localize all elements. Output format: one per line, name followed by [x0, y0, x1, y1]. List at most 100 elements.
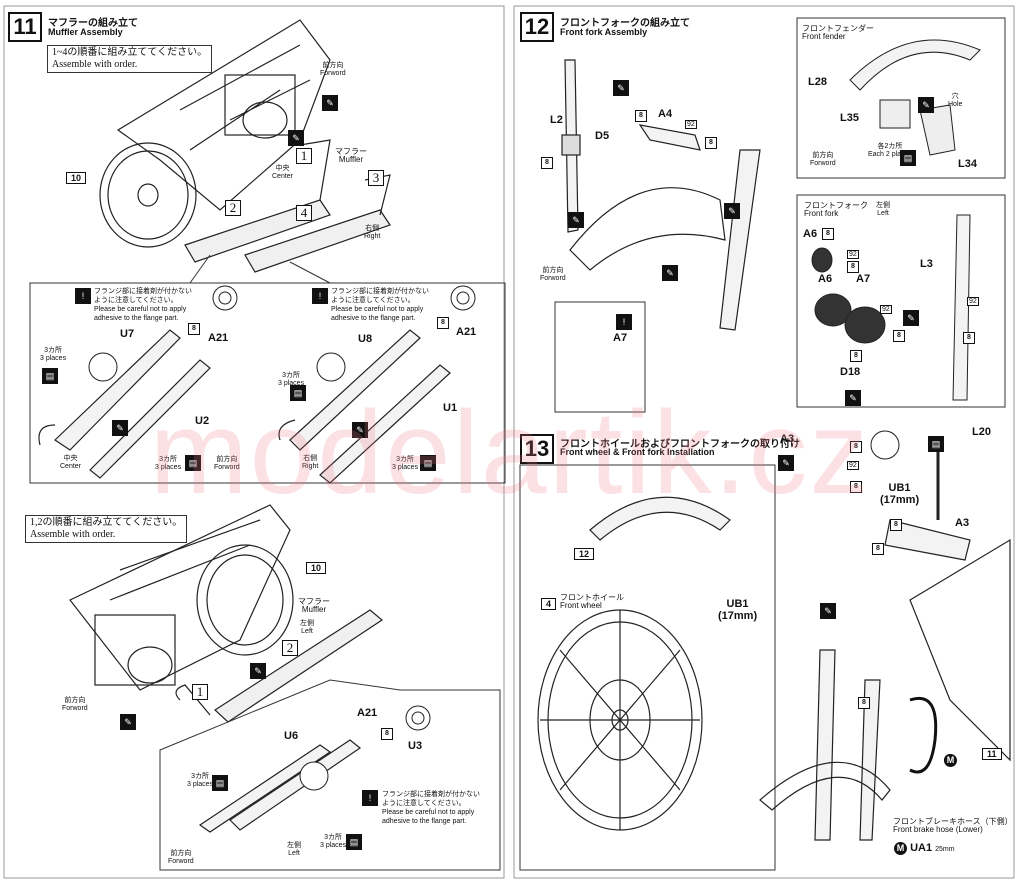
step-13-number: 13	[520, 434, 554, 464]
fork-installation-drawing	[759, 519, 1011, 841]
part-a3-top: A3	[780, 433, 795, 445]
glue-tag-8: 8	[705, 137, 717, 149]
glue-tag-8: 8	[822, 228, 834, 240]
right-page: 12 フロントフォークの組み立て Front fork Assembly L2 …	[510, 0, 1020, 883]
step-11-title-en: Muffler Assembly	[48, 27, 123, 37]
part-l28: L28	[808, 76, 827, 88]
hose-length: 25mm	[935, 846, 955, 853]
step-11b-order-note: 1,2の順番に組み立ててください。 Assemble with order.	[25, 515, 188, 543]
part-4-ref: 4	[541, 598, 557, 610]
caution-icon: !	[312, 288, 328, 304]
glue-tag-8: 8	[850, 350, 862, 362]
part-a4: A4	[658, 108, 673, 120]
part-a21-right: A21	[456, 326, 477, 338]
part-u1: U1	[443, 402, 458, 414]
part-a6-2: A6	[818, 273, 833, 285]
order-2: 2	[225, 200, 241, 216]
part-11-ref: 11	[982, 748, 1002, 760]
glue-icon: ✎	[352, 422, 368, 438]
muffler-drawing-left	[175, 609, 384, 723]
part-a21-b: A21	[357, 707, 378, 719]
ub1-top-label: UB1(17mm)	[880, 482, 920, 506]
glue-tag-8: 8	[890, 519, 902, 531]
glue-tag-8: 8	[635, 110, 647, 122]
part-d5: D5	[595, 130, 610, 142]
cement-icon: ▤	[212, 775, 228, 791]
pipe-drawings-step11	[38, 329, 451, 484]
caution-icon: !	[616, 314, 632, 330]
glue-icon: ✎	[820, 603, 836, 619]
part-u3: U3	[408, 740, 423, 752]
part-l35: L35	[840, 112, 859, 124]
paint-tag-92: 92	[967, 297, 979, 306]
glue-icon: ✎	[120, 714, 136, 730]
step-12-title-jp: フロントフォークの組み立て	[560, 18, 690, 29]
glue-tag-8: 8	[850, 481, 862, 493]
order-4: 4	[296, 205, 312, 221]
glue-tag-8: 8	[541, 157, 553, 169]
order-note-en: Assemble with order.	[52, 59, 138, 70]
glue-icon: ✎	[918, 97, 934, 113]
step-11-title-jp: マフラーの組み立て	[48, 18, 138, 29]
front-fork-drawing	[561, 59, 761, 331]
part-u6: U6	[284, 730, 299, 742]
glue-icon: ✎	[724, 203, 740, 219]
glue-icon: ✎	[662, 265, 678, 281]
muffler-drawing-right	[184, 139, 391, 273]
cement-icon: ▤	[42, 368, 58, 384]
part-l34: L34	[958, 158, 977, 170]
step-12-title-en: Front fork Assembly	[560, 27, 648, 37]
cement-icon: ▤	[290, 385, 306, 401]
part-a7: A7	[856, 273, 871, 285]
cement-icon: ▤	[346, 834, 362, 850]
glue-icon: ✎	[322, 95, 338, 111]
part-10-ref-2: 10	[306, 562, 327, 574]
motorcycle-frame-drawing-2	[69, 504, 294, 691]
hose-code: UA1	[910, 842, 933, 854]
front-wheel-drawing	[537, 496, 731, 831]
part-l3: L3	[920, 258, 933, 270]
left-page: 11 マフラーの組み立て Muffler Assembly 1~4の順番に組み立…	[3, 5, 506, 879]
glue-tag-8-b: 8	[381, 728, 393, 740]
order-1: 1	[296, 148, 312, 164]
detail-box-step11	[29, 282, 506, 484]
caution-text-left: フランジ部に接着剤が付かないように注意してください。 Please be car…	[94, 288, 192, 322]
cement-icon: ▤	[900, 150, 916, 166]
part-u8: U8	[358, 333, 373, 345]
part-a6: A6	[803, 228, 818, 240]
step-13-title-jp: フロントホイールおよびフロントフォークの取り付け	[560, 439, 800, 450]
cement-icon: ▤	[420, 455, 436, 471]
order-3: 3	[368, 170, 384, 186]
order-1-b: 1	[192, 684, 208, 700]
caution-text-b: フランジ部に接着剤が付かないように注意してください。 Please be car…	[382, 791, 480, 825]
part-l20: L20	[972, 426, 991, 438]
glue-tag-8: 8	[188, 323, 200, 335]
paint-tag-92: 92	[847, 250, 859, 259]
left-page-illustrations	[3, 5, 506, 879]
fender-box	[796, 17, 1006, 179]
glue-icon: ✎	[250, 663, 266, 679]
caution-icon: !	[362, 790, 378, 806]
glue-tag-8: 8	[872, 543, 884, 555]
cement-icon: ▤	[928, 436, 944, 452]
part-d18: D18	[840, 366, 861, 378]
glue-tag-8: 8	[850, 441, 862, 453]
